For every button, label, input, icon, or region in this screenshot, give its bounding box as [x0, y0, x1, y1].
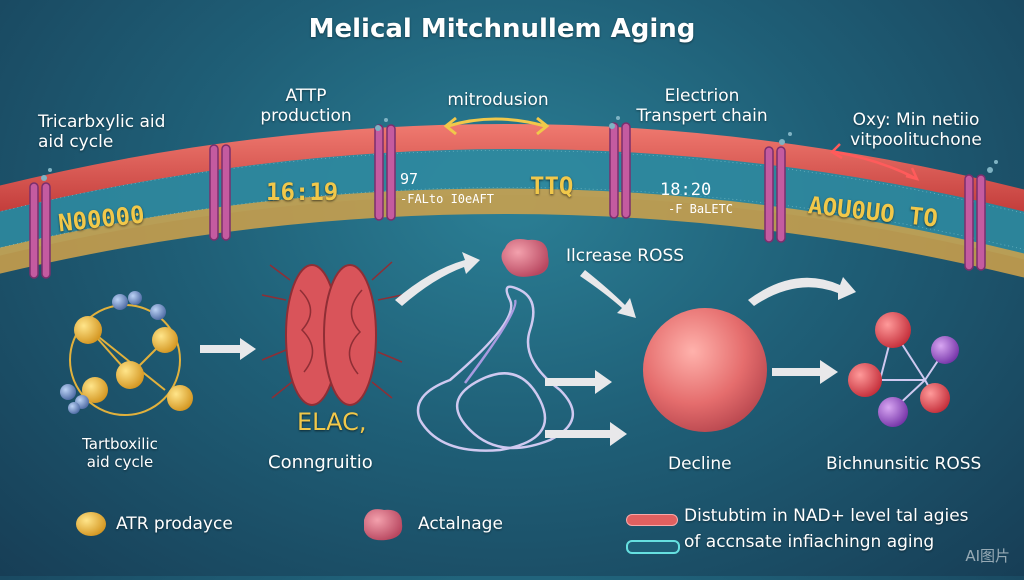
- ros-molecule-cluster: [848, 312, 959, 427]
- label-elac: ELAC,: [297, 408, 367, 436]
- legend-red-label: Distubtim in NAD+ level tal agies: [684, 506, 969, 526]
- label-decline: Decline: [668, 454, 732, 474]
- label-oxy: Oxy: Min netiio vitpoolituchone: [850, 110, 982, 151]
- tca-cycle-molecule: [60, 291, 193, 416]
- membrane-ttq: TTQ: [530, 172, 574, 200]
- ros-blob-small: [501, 239, 549, 277]
- membrane-proteins: [29, 122, 986, 279]
- mitochondria-illustration: [261, 261, 403, 406]
- membrane-time-2: 18:20: [660, 180, 712, 200]
- legend-icons: [76, 509, 403, 541]
- label-bichnunsitic: Bichnunsitic ROSS: [826, 454, 982, 474]
- diagram-title: Melical Mitchnullem Aging: [308, 14, 696, 44]
- label-tca-top: Tricarbxylic aid aid cycle: [38, 112, 166, 153]
- label-electron-transport: Electrion Transpert chain: [636, 86, 768, 127]
- legend-actalnage-label: Actalnage: [418, 514, 503, 534]
- legend-atr-label: ATR prodayce: [116, 514, 233, 534]
- membrane-sub-2: -F BaLETC: [668, 202, 734, 216]
- bubble-dots: [41, 116, 998, 181]
- red-arrow-icon: [829, 143, 920, 181]
- watermark: AI图片: [965, 547, 1010, 565]
- membrane-time-1: 16:19: [266, 178, 339, 206]
- dna-strand: [416, 285, 575, 452]
- legend-cyan-swatch: [626, 540, 680, 554]
- label-mitrodusion: mitrodusion: [447, 90, 549, 110]
- label-increase-ross: Ilcrease ROSS: [566, 246, 685, 266]
- double-arrow-icon: [443, 116, 550, 136]
- legend-red-swatch: [626, 514, 678, 526]
- decline-cell: [643, 308, 767, 432]
- label-atp-production: ATTP production: [260, 86, 352, 127]
- label-conjugation: Conngruitio: [268, 452, 373, 473]
- label-tca-bottom: Tartboxilic aid cycle: [82, 435, 158, 471]
- flow-arrows: [200, 252, 856, 446]
- membrane-sub-97: -FALto I0eAFT: [400, 192, 494, 206]
- legend-cyan-label: of accnsate infiachingn aging: [684, 532, 935, 552]
- membrane-value-97: 97: [400, 170, 419, 188]
